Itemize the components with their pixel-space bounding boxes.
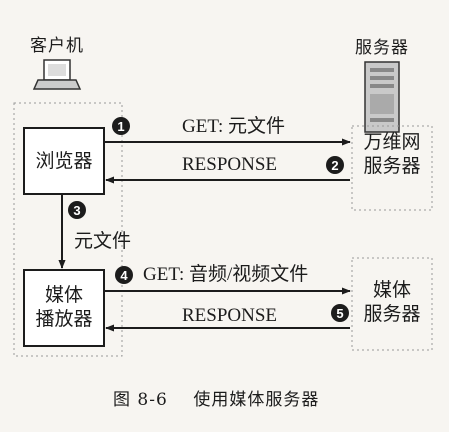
step-4-num: 4 bbox=[120, 268, 128, 283]
step-2-num: 2 bbox=[331, 158, 338, 173]
media-player-label: 媒体 播放器 bbox=[24, 284, 104, 332]
figure-caption: 图 8-6 使用媒体服务器 bbox=[113, 392, 319, 409]
browser-box bbox=[23, 127, 105, 195]
step-4-label: GET: 音频/视频文件 bbox=[143, 264, 309, 285]
step-2-label: RESPONSE bbox=[182, 154, 278, 175]
step-4-badge bbox=[115, 266, 133, 284]
media-server-label-line-1: 媒体 bbox=[372, 279, 411, 301]
figure-title: 使用媒体服务器 bbox=[193, 390, 320, 410]
step-5-label: RESPONSE bbox=[182, 305, 278, 326]
media-server-label-line-2: 服务器 bbox=[363, 302, 421, 325]
media-player-box bbox=[23, 269, 105, 347]
step-1-label: GET: 元文件 bbox=[182, 116, 286, 137]
web-server-region bbox=[351, 125, 433, 211]
media-player-label-line-2: 播放器 bbox=[35, 307, 93, 330]
step-3-num: 3 bbox=[73, 203, 80, 218]
web-server-label-line-2: 服务器 bbox=[363, 154, 421, 177]
client-title: 客户机 bbox=[30, 36, 84, 56]
step-5-num: 5 bbox=[336, 306, 343, 321]
client-region bbox=[13, 102, 123, 357]
step-1-badge bbox=[112, 117, 130, 135]
figure-number: 图 8-6 bbox=[113, 390, 168, 410]
step-5-badge bbox=[331, 304, 349, 322]
server-tower-icon bbox=[364, 61, 400, 133]
step-2-badge bbox=[326, 156, 344, 174]
web-server-label: 万维网 服务器 bbox=[352, 131, 432, 179]
step-3-badge bbox=[68, 201, 86, 219]
web-server-label-line-1: 万维网 bbox=[363, 131, 421, 153]
media-player-label-line-1: 媒体 bbox=[44, 284, 83, 306]
server-title: 服务器 bbox=[355, 38, 409, 58]
browser-label: 浏览器 bbox=[35, 150, 93, 172]
laptop-icon bbox=[32, 59, 82, 90]
step-1-num: 1 bbox=[117, 119, 124, 134]
media-server-label: 媒体 服务器 bbox=[352, 279, 432, 327]
media-server-region bbox=[351, 257, 433, 351]
step-3-label: 元文件 bbox=[74, 231, 132, 252]
